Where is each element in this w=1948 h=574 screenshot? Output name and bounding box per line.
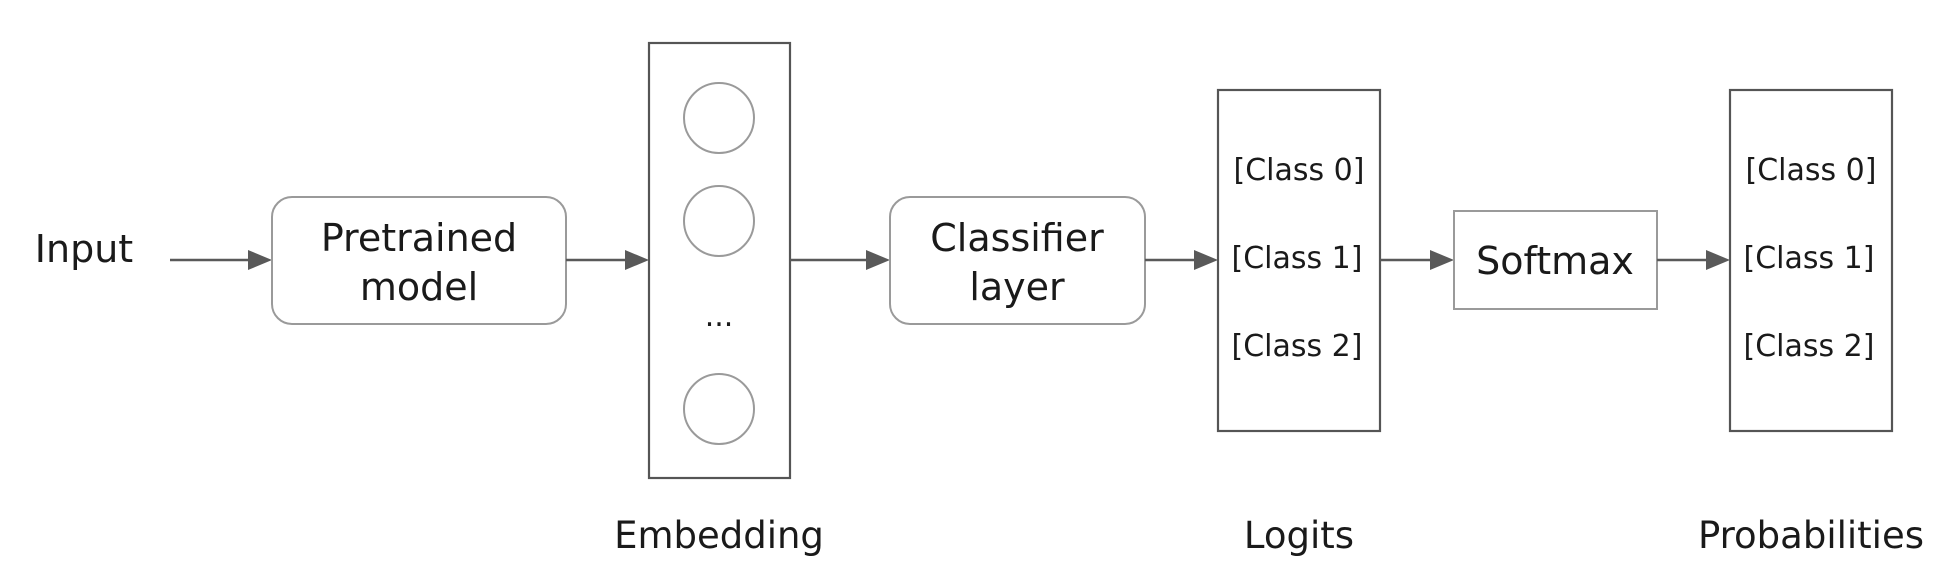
probabilities-class-2: [Class 2] bbox=[1744, 329, 1875, 364]
arrow-pretrained-to-embedding bbox=[566, 250, 649, 270]
probabilities-caption: Probabilities bbox=[1698, 514, 1924, 557]
embedding-ellipsis: ... bbox=[705, 299, 734, 334]
pretrained-model-node: Pretrained model bbox=[271, 196, 567, 325]
arrow-input-to-pretrained bbox=[170, 250, 272, 270]
logits-class-0: [Class 0] bbox=[1234, 153, 1365, 188]
embedding-neuron-1 bbox=[683, 82, 755, 154]
classifier-layer-label-line1: Classifier bbox=[930, 216, 1104, 260]
probabilities-class-1: [Class 1] bbox=[1744, 241, 1875, 276]
arrow-logits-to-softmax bbox=[1380, 250, 1454, 270]
arrow-embedding-to-classifier bbox=[790, 250, 890, 270]
probabilities-class-0: [Class 0] bbox=[1746, 153, 1877, 188]
embedding-caption: Embedding bbox=[614, 514, 824, 557]
softmax-label: Softmax bbox=[1476, 239, 1634, 283]
embedding-neuron-2 bbox=[683, 185, 755, 257]
arrow-classifier-to-logits bbox=[1145, 250, 1218, 270]
logits-caption: Logits bbox=[1244, 514, 1354, 557]
embedding-node: ... bbox=[647, 41, 792, 480]
classifier-layer-node: Classifier layer bbox=[889, 196, 1146, 325]
softmax-node: Softmax bbox=[1453, 210, 1658, 310]
logits-class-2: [Class 2] bbox=[1232, 329, 1363, 364]
pretrained-model-label-line1: Pretrained bbox=[321, 216, 517, 260]
arrow-softmax-to-probabilities bbox=[1657, 250, 1730, 270]
pretrained-model-label-line2: model bbox=[360, 265, 478, 309]
logits-node: [Class 0] [Class 1] [Class 2] bbox=[1216, 88, 1382, 433]
probabilities-node: [Class 0] [Class 1] [Class 2] bbox=[1728, 88, 1894, 433]
embedding-neuron-n bbox=[683, 373, 755, 445]
input-label: Input bbox=[35, 227, 133, 271]
classifier-layer-label-line2: layer bbox=[969, 265, 1065, 309]
logits-class-1: [Class 1] bbox=[1232, 241, 1363, 276]
